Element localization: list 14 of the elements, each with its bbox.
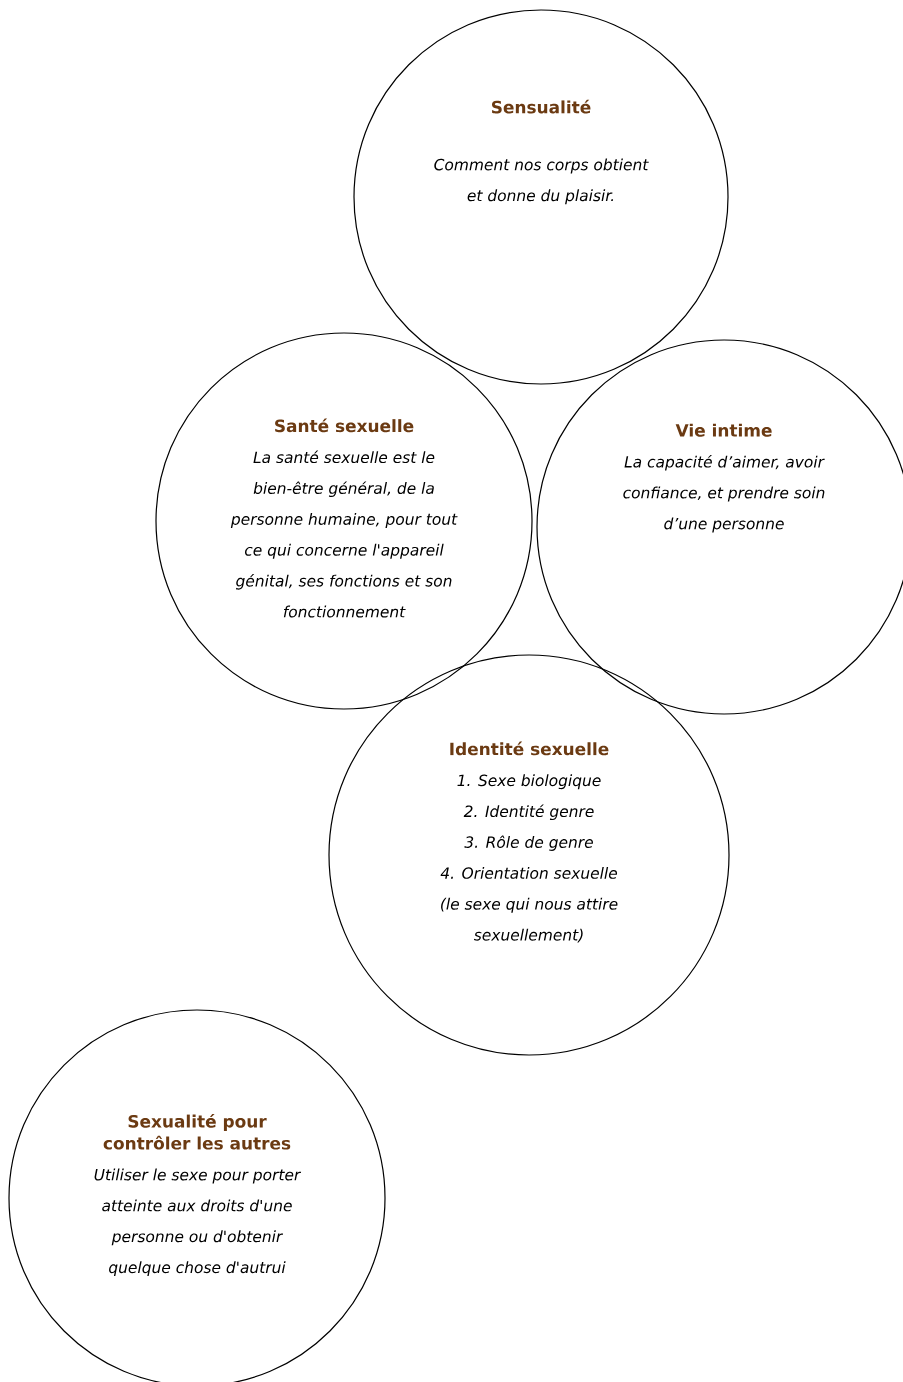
circle-heading: Vie intime xyxy=(675,423,772,437)
circle-heading: Identité sexuelle xyxy=(450,741,609,756)
circle-heading: Sensualité xyxy=(491,99,591,114)
circle-text: (le sexe qui nous attire sexuellement) xyxy=(441,897,618,943)
circle-text: 1. Sexe biologique xyxy=(457,774,601,790)
circle-text: La capacité d’aimer, avoir confiance, et prendre soin d’une personne xyxy=(623,455,825,533)
circle-text: 2. Identité genre xyxy=(463,804,594,821)
circle-text: 4. Orientation sexuelle xyxy=(440,866,618,879)
circle-text: Utiliser le sexe pour porter atteinte aux droits d'une personne ou d'obtenir quelque chose d'autrui xyxy=(94,1168,302,1277)
circle-text: La santé sexuelle est le bien-être général, de la personne humaine, pour tout ce qui concerne l'appareil génital, ses fonctions et son fonctionnement xyxy=(230,450,458,618)
circle-heading: Santé sexuelle xyxy=(275,418,414,433)
circle-heading: Sexualité pour contrôler les autres xyxy=(103,1113,291,1150)
circle-text: Comment nos corps obtient et donne du plaisir. xyxy=(434,158,649,205)
circle-text: 3. Rôle de genre xyxy=(464,835,593,851)
